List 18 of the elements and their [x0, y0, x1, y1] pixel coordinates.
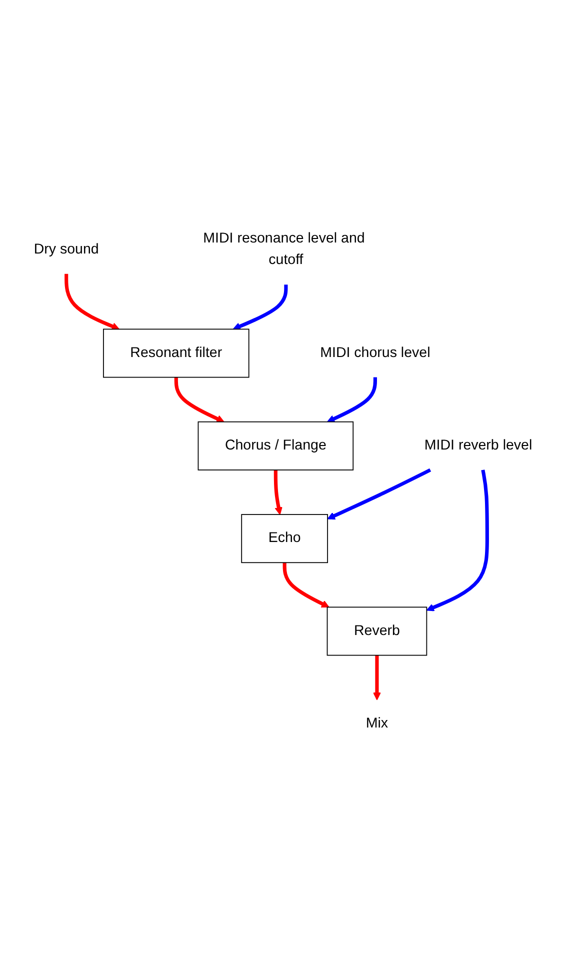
arrow [174, 378, 224, 423]
arrow [64, 274, 120, 330]
node-text: MIDI resonance level and cutoff [203, 232, 365, 268]
arrow [274, 470, 282, 516]
node-text: MIDI reverb level [424, 438, 532, 454]
node-box: Echo [241, 514, 328, 564]
arrow [282, 563, 330, 608]
node-box: Resonant filter [103, 329, 250, 378]
arrow [373, 656, 381, 701]
node-text: Dry sound [34, 242, 99, 258]
arrow [327, 468, 432, 520]
node-box: Reverb [326, 607, 428, 656]
arrow [426, 470, 489, 612]
node-text: MIDI chorus level [320, 346, 430, 361]
node-text: Mix [366, 716, 388, 732]
arrow [326, 378, 377, 423]
node-box: Chorus / Flange [198, 422, 354, 471]
arrow [232, 285, 288, 330]
